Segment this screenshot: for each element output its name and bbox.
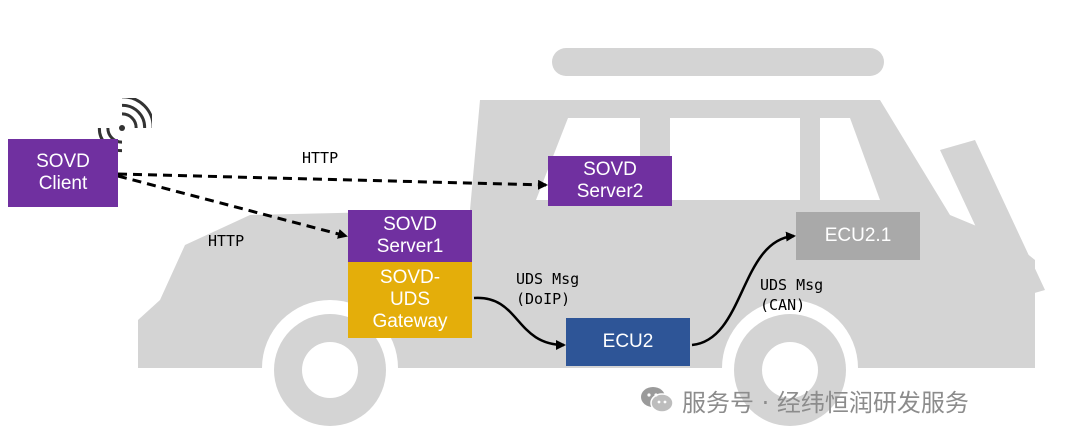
sovd-client-box: SOVD Client <box>8 139 118 207</box>
gateway-label-line2: UDS <box>389 289 431 311</box>
front-wheel <box>274 314 386 426</box>
gateway-label-line3: Gateway <box>372 310 448 332</box>
client-reflection: Client <box>8 207 118 241</box>
sovd-server2-label-line1: SOVD <box>583 159 637 181</box>
doip-arrow-to-ecu2 <box>473 296 566 350</box>
sovd-server2-label-line2: Server2 <box>576 181 644 202</box>
wechat-icon <box>641 387 674 413</box>
http-label-left: HTTP <box>208 232 245 250</box>
http-arrow-to-server1 <box>117 174 348 239</box>
gateway-label-line1: SOVD- <box>379 267 441 289</box>
sovd-server1-label-line1: SOVD <box>383 214 437 236</box>
watermark-text: 服务号 · 经纬恒润研发服务 <box>682 388 969 417</box>
sovd-client-label-line2: Client <box>38 173 88 194</box>
http-arrow-to-server2 <box>117 172 548 190</box>
sovd-uds-gateway-box: SOVD- UDS Gateway <box>348 262 472 338</box>
uds-doip-label: UDS Msg (DoIP) <box>516 270 580 308</box>
sovd-client-label-line1: SOVD <box>36 151 90 173</box>
ecu2-1-box: ECU2.1 <box>796 212 920 260</box>
uds-can-label: UDS Msg (CAN) <box>760 276 824 314</box>
sovd-server1-label-line2: Server1 <box>376 236 444 257</box>
can-arrow-to-ecu21 <box>691 231 796 347</box>
http-label-top: HTTP <box>302 149 339 167</box>
ecu2-1-label: ECU2.1 <box>824 225 892 247</box>
rear-wheel <box>734 314 846 426</box>
ecu2-label: ECU2 <box>602 331 654 353</box>
sovd-server1-box: SOVD Server1 <box>348 210 472 262</box>
ecu2-box: ECU2 <box>566 318 690 366</box>
sovd-server2-box: SOVD Server2 <box>548 156 672 206</box>
watermark: 服务号 · 经纬恒润研发服务 <box>640 380 969 420</box>
